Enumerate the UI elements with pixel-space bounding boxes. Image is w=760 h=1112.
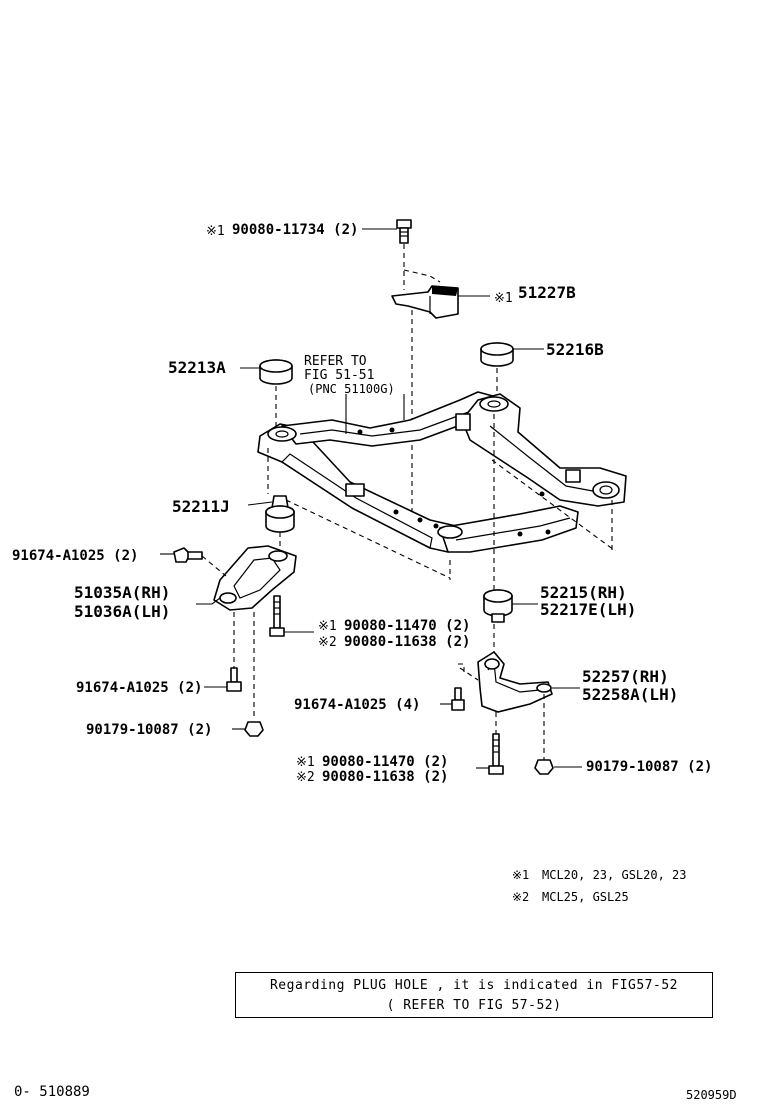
mark-bolt-low-2: ※2 [296, 770, 315, 785]
label-bolt-mid-2: 90080-11638 (2) [344, 634, 470, 650]
label-nut-left: 90179-10087 (2) [86, 722, 212, 738]
bracket-51227B [391, 285, 459, 319]
plug-hole-notice-box: Regarding PLUG HOLE , it is indicated in… [235, 972, 713, 1018]
mark-bolt-mid-1: ※1 [318, 619, 337, 634]
footer-left-code: 0- 510889 [14, 1084, 90, 1100]
mark-bracket: ※1 [494, 291, 513, 306]
mark-bolt-top: ※1 [206, 224, 225, 239]
front-crossmember [257, 391, 627, 553]
label-brace-lh: 51036A(LH) [74, 602, 170, 621]
label-brace-rh: 51035A(RH) [74, 583, 170, 602]
label-bolt-right-mid: 91674-A1025 (4) [294, 697, 420, 713]
label-bolt-top: 90080-11734 (2) [232, 222, 358, 238]
bolt-90080-11470-left [269, 595, 285, 637]
brace-51035A-51036A [213, 545, 297, 611]
legend-mark-2: ※2 [512, 890, 529, 904]
label-brace2-rh: 52257(RH) [582, 667, 669, 686]
bolt-91674-A1025-left-upper [173, 547, 203, 563]
label-cushion-lh: 52217E(LH) [540, 600, 636, 619]
label-bracket-51227B: 51227B [518, 283, 576, 302]
nut-90179-10087-right [534, 759, 554, 775]
refer-line-2: FIG 51-51 [304, 368, 374, 383]
legend-note-2: MCL25, GSL25 [542, 890, 629, 904]
label-bolt-mid-1: 90080-11470 (2) [344, 618, 470, 634]
label-bolt-low-1: 90080-11470 (2) [322, 754, 448, 770]
notice-line-1: Regarding PLUG HOLE , it is indicated in… [269, 978, 678, 993]
cushion-52215-52217E [483, 589, 513, 623]
nut-90179-10087-left [244, 721, 264, 737]
footer-right-code: 520959D [686, 1088, 737, 1102]
mark-bolt-low-1: ※1 [296, 755, 315, 770]
bolt-91674-A1025-left-lower [226, 667, 242, 692]
label-cushion-rh: 52215(RH) [540, 583, 627, 602]
stopper-52213A [259, 359, 293, 385]
label-bolt-left-lower: 91674-A1025 (2) [76, 680, 202, 696]
mark-bolt-mid-2: ※2 [318, 635, 337, 650]
label-brace2-lh: 52258A(LH) [582, 685, 678, 704]
label-bolt-left-upper: 91674-A1025 (2) [12, 548, 138, 564]
top-bolt-90080-11734 [396, 219, 412, 244]
label-cushion-52211J: 52211J [172, 497, 230, 516]
bolt-90080-11470-right [488, 733, 504, 775]
label-stopper-52216B: 52216B [546, 340, 604, 359]
legend-mark-1: ※1 [512, 868, 529, 882]
refer-line-3: (PNC 51100G) [308, 382, 395, 396]
stopper-52216B [480, 342, 514, 367]
brace-52257-52258A [477, 651, 553, 713]
notice-line-2: ( REFER TO FIG 57-52) [386, 998, 562, 1013]
label-stopper-52213A: 52213A [168, 358, 226, 377]
label-bolt-low-2: 90080-11638 (2) [322, 769, 448, 785]
cushion-52211J [265, 495, 295, 533]
legend-note-1: MCL20, 23, GSL20, 23 [542, 868, 687, 882]
bolt-91674-A1025-right [451, 687, 465, 711]
refer-line-1: REFER TO [304, 354, 367, 369]
label-nut-right: 90179-10087 (2) [586, 759, 712, 775]
